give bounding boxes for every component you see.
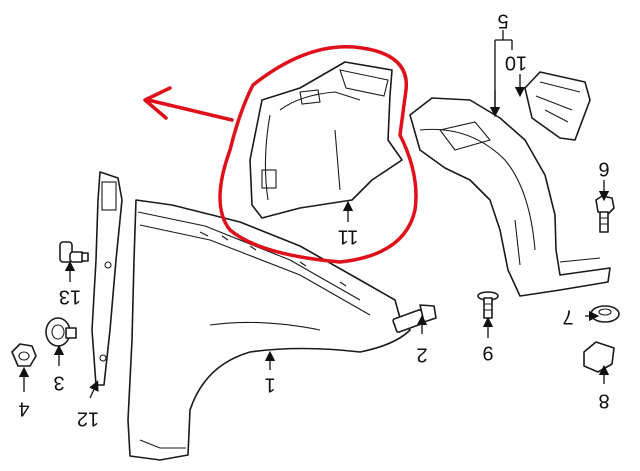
callout-10: 10 <box>505 52 527 74</box>
callout-12: 12 <box>77 408 99 430</box>
callout-7: 7 <box>562 306 573 328</box>
highlight-outline <box>218 45 418 264</box>
callout-9: 9 <box>482 342 493 364</box>
fastener-9 <box>477 291 499 319</box>
fastener-6 <box>595 195 615 233</box>
callout-4: 4 <box>18 398 29 420</box>
callout-3: 3 <box>53 372 64 394</box>
callout-8: 8 <box>598 390 609 412</box>
bracket-strip-part <box>91 171 123 386</box>
callout-11: 11 <box>338 226 359 248</box>
leader-lines <box>18 30 610 399</box>
fender-part <box>127 199 411 461</box>
fastener-8 <box>583 341 615 373</box>
fastener-7 <box>590 305 620 323</box>
callout-5: 5 <box>497 10 508 32</box>
callout-13: 13 <box>59 286 81 308</box>
callout-labels: 1 2 3 4 5 6 7 8 9 10 11 12 13 <box>18 10 609 430</box>
fastener-13 <box>59 241 89 263</box>
callout-1: 1 <box>264 374 275 396</box>
callout-2: 2 <box>416 344 427 366</box>
bracket-part <box>524 71 591 141</box>
direction-arrow <box>143 86 234 122</box>
inner-liner-part <box>249 61 403 219</box>
fastener-3 <box>45 317 77 347</box>
wheel-arch-liner-part <box>409 97 611 297</box>
fastener-4 <box>11 343 37 367</box>
fastener-2 <box>392 304 437 333</box>
callout-6: 6 <box>598 158 609 180</box>
